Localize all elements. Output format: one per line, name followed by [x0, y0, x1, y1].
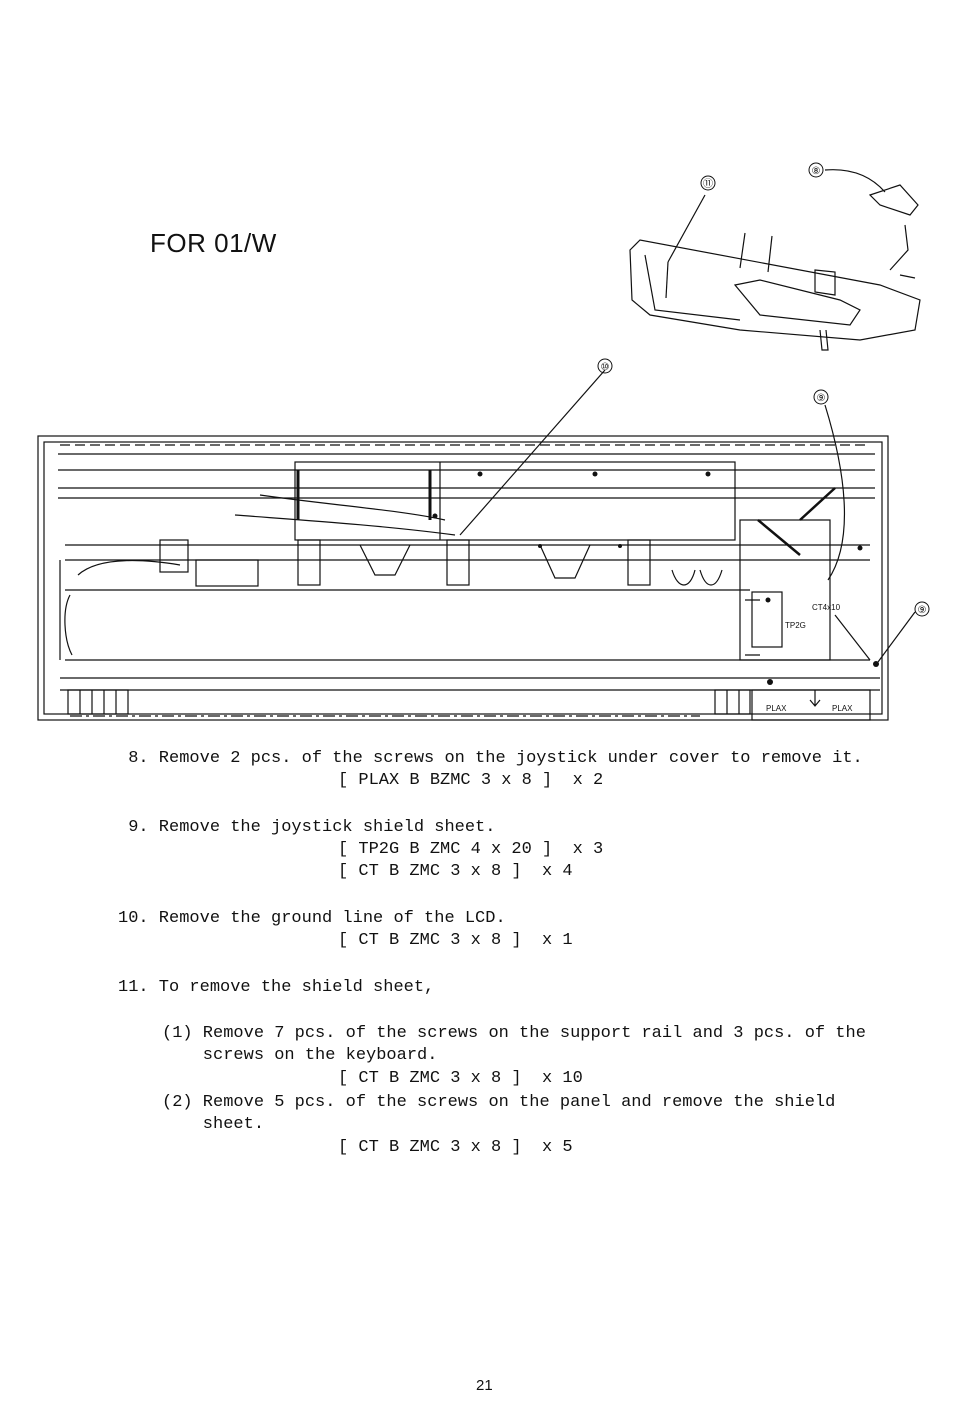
- disassembly-diagram: ⑧ ⑪ ⑩ ⑨ ⑨ CT4x10 TP2G PLAX PLAX: [37, 162, 930, 721]
- page-number: 21: [476, 1377, 493, 1394]
- keyboard-chassis: [37, 369, 916, 721]
- callout-11: ⑪: [703, 178, 713, 190]
- page-heading: FOR 01/W: [150, 228, 277, 258]
- step-10: 10. Remove the ground line of the LCD.: [118, 909, 506, 928]
- step-9-spec-1: [ TP2G B ZMC 4 x 20 ] x 3: [338, 840, 604, 859]
- step-11-sub2-line1: (2) Remove 5 pcs. of the screws on the p…: [162, 1093, 836, 1112]
- label-plax-right: PLAX: [832, 704, 853, 713]
- step-11-sub2-line2: sheet.: [162, 1115, 265, 1134]
- step-11-sub1-line2: screws on the keyboard.: [162, 1046, 438, 1065]
- step-11-sub1-spec: [ CT B ZMC 3 x 8 ] x 10: [338, 1069, 583, 1088]
- screw-points: [432, 471, 879, 685]
- label-tp2g: TP2G: [785, 621, 806, 630]
- step-9-spec-2: [ CT B ZMC 3 x 8 ] x 4: [338, 862, 573, 881]
- callout-9-top: ⑨: [817, 393, 826, 404]
- callout-10: ⑩: [601, 362, 610, 373]
- step-11-sub2-spec: [ CT B ZMC 3 x 8 ] x 5: [338, 1138, 573, 1157]
- label-plax-left: PLAX: [766, 704, 787, 713]
- step-8-spec: [ PLAX B BZMC 3 x 8 ] x 2: [338, 771, 604, 790]
- step-11: 11. To remove the shield sheet,: [118, 978, 435, 997]
- step-9: 9. Remove the joystick shield sheet.: [118, 818, 496, 837]
- step-8: 8. Remove 2 pcs. of the screws on the jo…: [118, 749, 863, 768]
- callout-9-right: ⑨: [918, 605, 927, 616]
- callout-8: ⑧: [812, 166, 821, 177]
- label-ct4x10: CT4x10: [812, 603, 841, 612]
- joystick-side-view: [629, 169, 921, 351]
- step-10-spec: [ CT B ZMC 3 x 8 ] x 1: [338, 931, 573, 950]
- step-11-sub1-line1: (1) Remove 7 pcs. of the screws on the s…: [162, 1024, 866, 1043]
